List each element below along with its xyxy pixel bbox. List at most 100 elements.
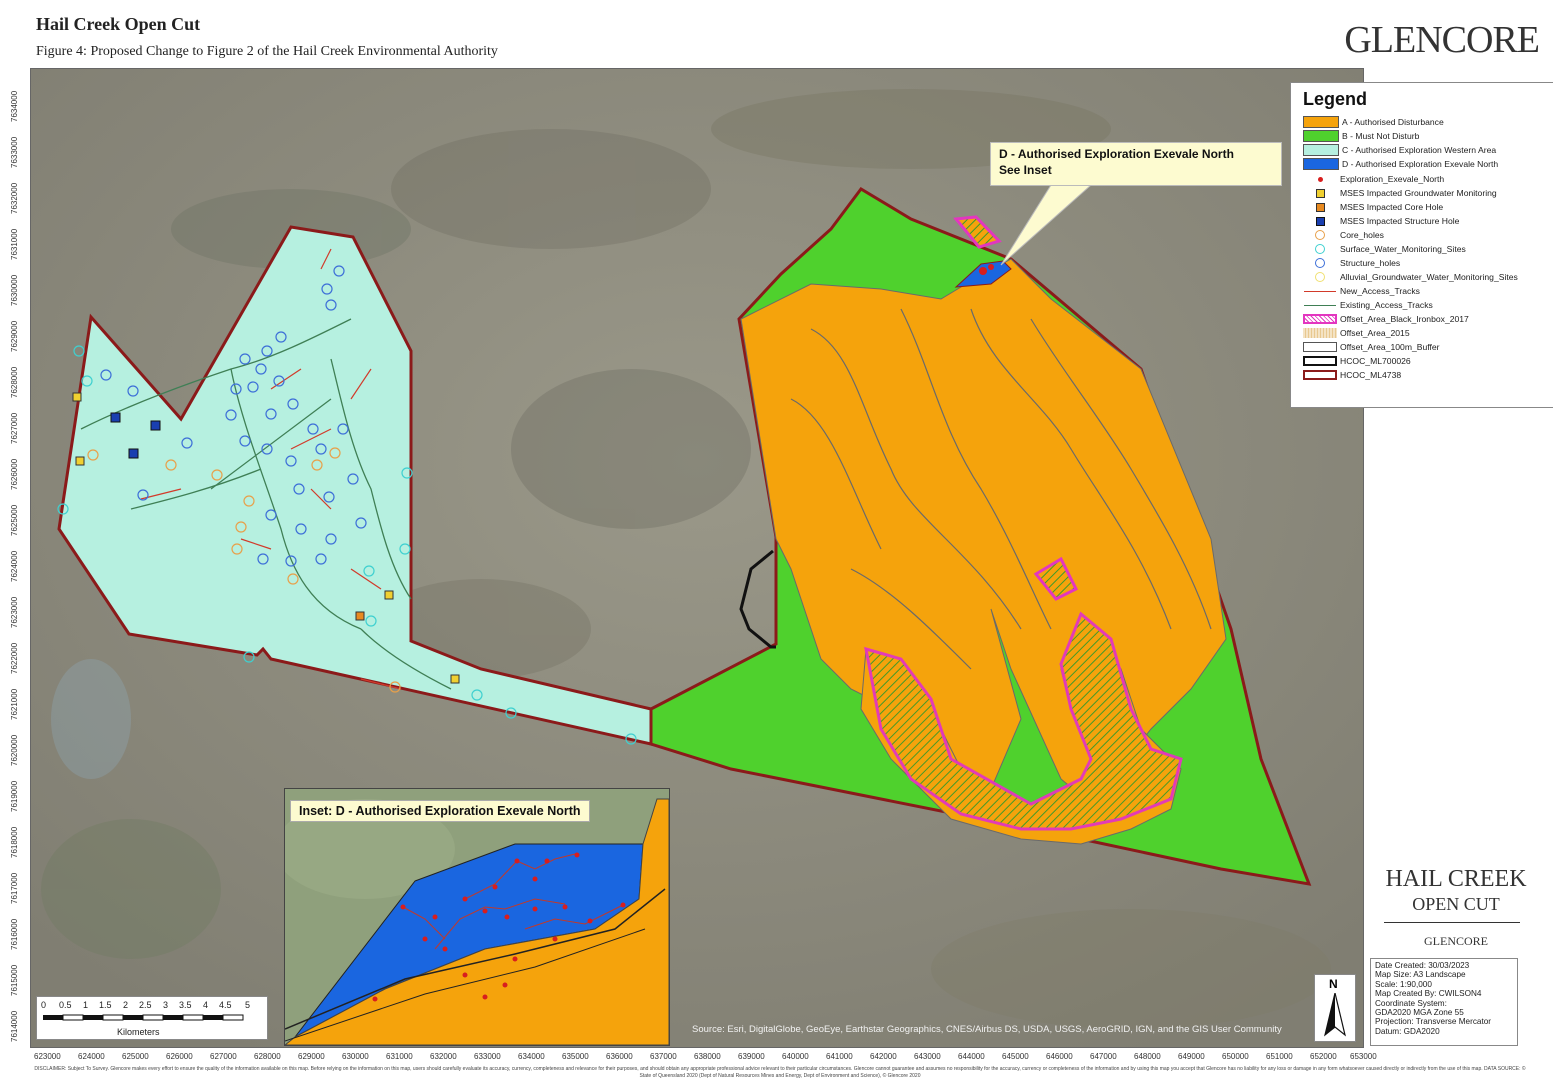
- scale-label: 0: [41, 1000, 47, 1010]
- legend-label: Core_holes: [1340, 230, 1384, 240]
- inset-texture: [285, 799, 455, 899]
- easting-tick: 626000: [166, 1052, 193, 1061]
- inset-svg: [285, 789, 669, 1045]
- scale-units: Kilometers: [117, 1027, 160, 1037]
- black-box-icon: [1303, 356, 1337, 366]
- map-subtitle: Figure 4: Proposed Change to Figure 2 of…: [36, 44, 498, 59]
- northing-tick: 7629000: [10, 320, 19, 352]
- map-svg: [31, 69, 1363, 1047]
- structure-holes: [100, 265, 367, 567]
- northing-tick: 7623000: [10, 596, 19, 628]
- legend-panel: Legend A - Authorised Disturbance B - Mu…: [1290, 82, 1553, 408]
- legend-label: Structure_holes: [1340, 258, 1401, 268]
- easting-tick: 631000: [386, 1052, 413, 1061]
- yellow-square-icon: [1303, 188, 1337, 198]
- map-info-line: Projection: Transverse Mercator: [1375, 1017, 1492, 1027]
- brand-hail-creek: HAIL CREEK: [1385, 866, 1527, 892]
- easting-tick: 645000: [1002, 1052, 1029, 1061]
- legend-label: MSES Impacted Core Hole: [1340, 202, 1444, 212]
- northing-tick: 7615000: [10, 964, 19, 996]
- legend-label: Offset_Area_2015: [1340, 328, 1410, 338]
- scale-label: 4.5: [219, 1000, 232, 1010]
- inset-map[interactable]: [284, 788, 670, 1046]
- exevale-callout: D - Authorised Exploration Exevale North…: [990, 142, 1282, 186]
- map-info-line: Map Created By: CWILSON4: [1375, 989, 1482, 999]
- blue-circle-x-icon: [1303, 258, 1337, 268]
- easting-tick: 629000: [298, 1052, 325, 1061]
- north-letter: N: [1329, 977, 1338, 991]
- map-info-line: Date Created: 30/03/2023: [1375, 961, 1470, 970]
- blue-square-icon: [1303, 216, 1337, 226]
- easting-tick: 653000: [1350, 1052, 1377, 1061]
- easting-tick: 630000: [342, 1052, 369, 1061]
- offset-area-hatched[interactable]: [864, 611, 1183, 831]
- disclaimer-text: DISCLAIMER: Subject To Survey. Glencore …: [34, 1066, 1526, 1079]
- callout-title: D - Authorised Exploration Exevale North: [999, 147, 1234, 161]
- scale-bar: 0 0.5 1 1.5 2 2.5 3 3.5 4 4.5 5 Kilomete…: [36, 996, 268, 1040]
- legend-item: A - Authorised Disturbance: [1303, 115, 1444, 129]
- easting-tick: 634000: [518, 1052, 545, 1061]
- north-arrow-icon: [1324, 993, 1346, 1037]
- legend-item: New_Access_Tracks: [1303, 284, 1420, 298]
- easting-tick: 624000: [78, 1052, 105, 1061]
- easting-tick: 640000: [782, 1052, 809, 1061]
- offset-area-top[interactable]: [953, 215, 1002, 249]
- dotted-swatch-icon: [1303, 328, 1337, 338]
- legend-item: HCOC_ML4738: [1303, 368, 1401, 382]
- legend-label: D - Authorised Exploration Exevale North: [1342, 159, 1499, 169]
- legend-label: New_Access_Tracks: [1340, 286, 1420, 296]
- mses-markers: [72, 392, 460, 684]
- imagery-attribution: Source: Esri, DigitalGlobe, GeoEye, Eart…: [692, 1024, 1282, 1035]
- scale-graphic: [43, 1014, 244, 1021]
- callout-see-inset: See Inset: [999, 163, 1052, 177]
- map-canvas[interactable]: [30, 68, 1364, 1048]
- easting-tick: 646000: [1046, 1052, 1073, 1061]
- easting-tick: 643000: [914, 1052, 941, 1061]
- fill-swatch: [1303, 116, 1339, 128]
- easting-tick: 636000: [606, 1052, 633, 1061]
- fill-swatch: [1303, 130, 1339, 142]
- easting-tick: 644000: [958, 1052, 985, 1061]
- legend-item: C - Authorised Exploration Western Area: [1303, 143, 1496, 157]
- scale-label: 2: [123, 1000, 129, 1010]
- legend-item: HCOC_ML700026: [1303, 354, 1411, 368]
- map-info-box: Date Created: 30/03/2023 Map Size: A3 La…: [1370, 958, 1518, 1046]
- western-exploration-area[interactable]: [57, 225, 653, 746]
- brand-glencore: GLENCORE: [1424, 934, 1488, 948]
- scale-label: 3.5: [179, 1000, 192, 1010]
- ml700026-boundary[interactable]: [739, 549, 776, 649]
- legend-label: Exploration_Exevale_North: [1340, 174, 1445, 184]
- red-dot-icon: [1303, 174, 1337, 184]
- yellow-circle-icon: [1303, 272, 1337, 282]
- orange-circle-x-icon: [1303, 230, 1337, 240]
- scale-label: 1.5: [99, 1000, 112, 1010]
- easting-tick: 632000: [430, 1052, 457, 1061]
- easting-tick: 647000: [1090, 1052, 1117, 1061]
- legend-item: Exploration_Exevale_North: [1303, 172, 1444, 186]
- pit-outlines: [790, 308, 1212, 670]
- brand-open-cut: OPEN CUT: [1412, 894, 1500, 914]
- easting-tick: 625000: [122, 1052, 149, 1061]
- offset-area-north[interactable]: [1033, 556, 1079, 601]
- inset-tracks: [402, 853, 626, 950]
- inset-boundary: [285, 928, 646, 1042]
- northing-tick: 7630000: [10, 274, 19, 306]
- scale-label: 1: [83, 1000, 89, 1010]
- legend-title: Legend: [1303, 89, 1368, 109]
- scale-label: 3: [163, 1000, 169, 1010]
- easting-tick: 635000: [562, 1052, 589, 1061]
- inset-disturbance-area[interactable]: [285, 798, 669, 1045]
- north-arrow: N: [1314, 974, 1356, 1042]
- map-info-line: GDA2020 MGA Zone 55: [1375, 1008, 1464, 1018]
- legend-label: HCOC_ML4738: [1340, 370, 1402, 380]
- northing-tick: 7619000: [10, 780, 19, 812]
- scale-label: 4: [203, 1000, 209, 1010]
- legend-item: Offset_Area_2015: [1303, 326, 1410, 340]
- legend-label: Surface_Water_Monitoring_Sites: [1340, 244, 1466, 254]
- map-info-line: Map Size: A3 Landscape: [1375, 970, 1466, 980]
- legend-label: MSES Impacted Groundwater Monitoring: [1340, 188, 1497, 198]
- northing-tick: 7618000: [10, 826, 19, 858]
- legend-label: HCOC_ML700026: [1340, 356, 1411, 366]
- easting-tick: 648000: [1134, 1052, 1161, 1061]
- scale-label: 0.5: [59, 1000, 72, 1010]
